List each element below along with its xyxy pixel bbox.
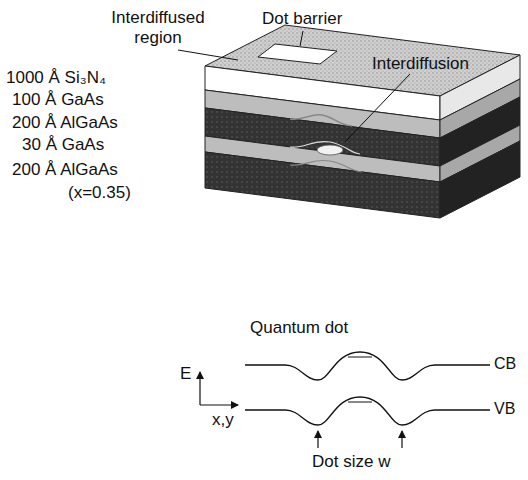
region-label: Interdiffused region: [88, 8, 228, 47]
band-label: Quantum dot: [250, 318, 348, 338]
band-label: VB: [494, 400, 515, 418]
part-label: Interdiffusion: [372, 54, 469, 74]
layer-label: 1000 Å Si₃N₄: [6, 68, 106, 88]
band-label: CB: [494, 355, 516, 373]
dimension-label: Dot size w: [312, 452, 390, 472]
layer-label: 200 Å AlGaAs: [12, 113, 118, 133]
axis-label: E: [180, 364, 191, 384]
part-label: Dot barrier: [262, 9, 342, 29]
layer-label: 100 Å GaAs: [12, 90, 104, 110]
layer-label: 200 Å AlGaAs: [12, 160, 118, 180]
axis-label: x,y: [212, 410, 234, 430]
layer-note: (x=0.35): [68, 183, 131, 203]
layer-label: 30 Å GaAs: [22, 135, 104, 155]
